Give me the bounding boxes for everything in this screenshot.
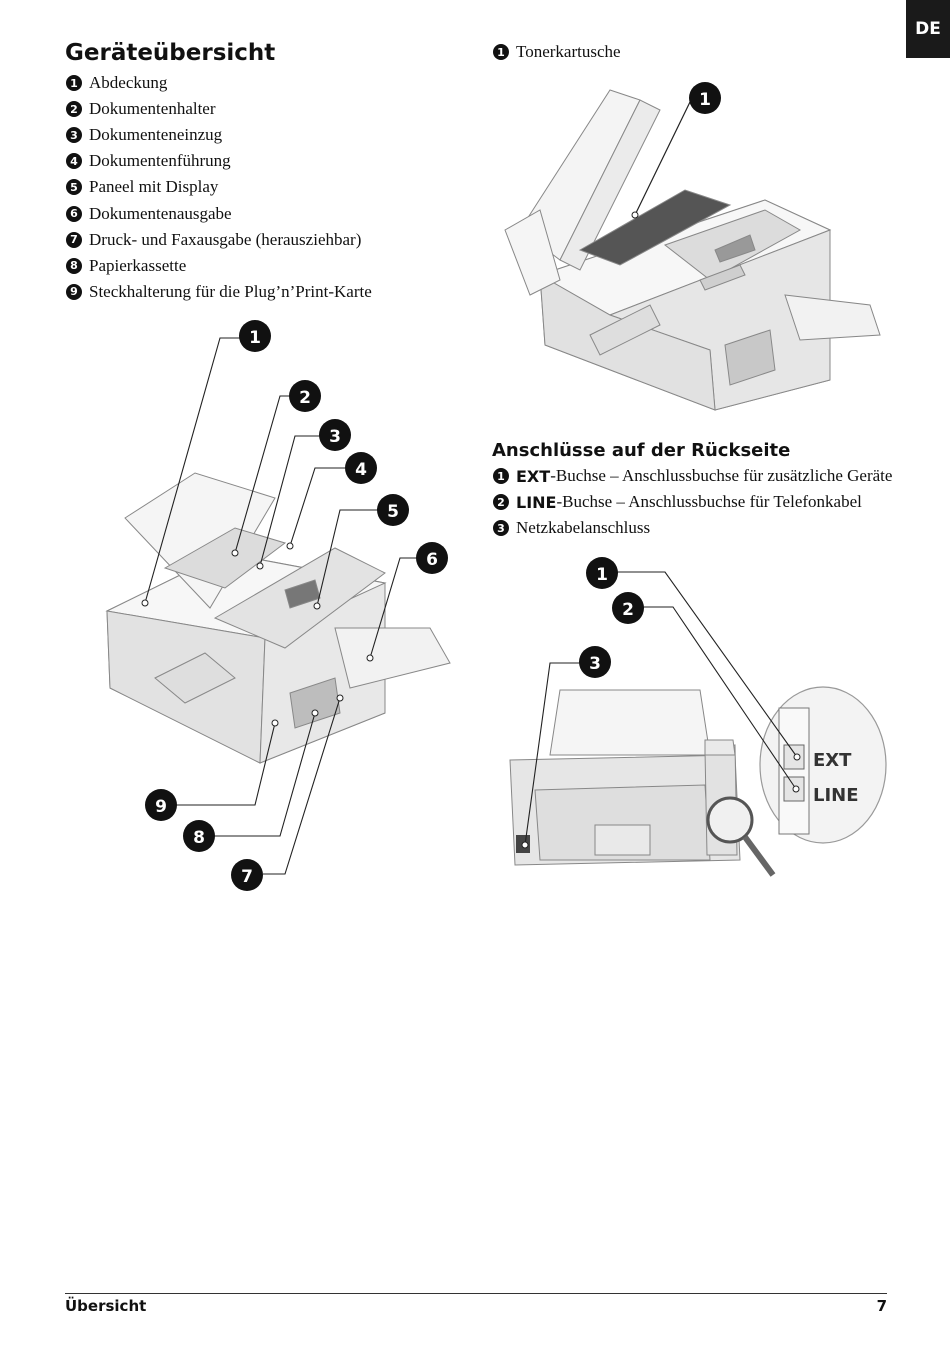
legend-label: Tonerkartusche [516,42,621,62]
legend-label-bold: LINE [516,492,557,512]
callout-badge [239,320,271,352]
legend-label: Dokumentenführung [89,151,231,171]
number-badge: 9 [66,283,82,300]
legend-label: Paneel mit Display [89,177,219,197]
number-badge: 8 [66,257,82,274]
number-badge: 5 [66,179,82,196]
number-badge: 1 [493,468,509,485]
number-badge: 2 [493,494,509,511]
legend-item: 7 Druck- und Faxausgabe (herausziehbar) [66,227,372,253]
callout-badge [145,789,177,821]
rear-illustration: EXT LINE 1 2 3 [509,557,887,877]
legend-label: Dokumentenausgabe [89,203,232,223]
legend-label: Dokumenteneinzug [89,125,223,145]
legend-label: Druck- und Faxausgabe (herausziehbar) [89,229,362,249]
footer-section-title: Übersicht [65,1297,147,1315]
legend-label: Dokumentenhalter [89,99,216,119]
callout-label: 1 [249,328,261,348]
legend-item: 5 Paneel mit Display [66,174,372,200]
overview-title: Geräteübersicht [65,40,276,66]
legend-label: -Buchse – Anschlussbuchse für zusätzlich… [550,466,893,486]
callout-label: 8 [193,828,205,848]
port-label-ext: EXT [813,750,852,771]
number-badge: 7 [66,231,82,248]
callout-badge [416,542,448,574]
page-number: 7 [876,1297,887,1315]
callout-badge [319,419,351,451]
legend-item: 1 Tonerkartusche [493,39,621,65]
number-badge: 3 [493,520,509,537]
callout-label: 3 [589,654,601,674]
callout-label: 2 [299,388,311,408]
legend-label: Abdeckung [89,73,168,93]
legend-label: Papierkassette [89,255,187,275]
legend-item: 1 Abdeckung [66,70,372,96]
callout-label: 9 [155,797,167,817]
rear-title: Anschlüsse auf der Rückseite [492,440,791,461]
number-badge: 1 [493,44,509,61]
rear-legend: 1 EXT-Buchse – Anschlussbuchse für zusätz… [493,463,892,541]
legend-item: 3 Dokumenteneinzug [66,122,372,148]
number-badge: 2 [66,101,82,118]
callout-label: 6 [426,550,438,570]
legend-item: 6 Dokumentenausgabe [66,200,372,226]
legend-label-bold: EXT [516,466,551,486]
legend-label: Steckhalterung für die Plug’n’Print-Kart… [89,281,372,301]
callout-label: 2 [622,600,634,620]
callout-badge [377,494,409,526]
legend-label: Netzkabelanschluss [516,518,651,538]
callout-label: 7 [241,867,253,887]
callout-badge [231,859,263,891]
callout-badge [345,452,377,484]
legend-item: 2 Dokumentenhalter [66,96,372,122]
number-badge: 3 [66,127,82,144]
callout-label: 4 [355,460,367,480]
number-badge: 4 [66,153,82,170]
callout-badge [612,592,644,624]
footer-divider [65,1293,887,1294]
number-badge: 6 [66,205,82,222]
callout-label: 5 [387,502,399,522]
port-label-line: LINE [813,785,859,806]
legend-item: 1 EXT-Buchse – Anschlussbuchse für zusätz… [493,463,892,489]
language-tab: DE [906,0,950,58]
toner-legend: 1 Tonerkartusche [493,39,621,65]
callout-badge [586,557,618,589]
number-badge: 1 [66,75,82,92]
legend-item: 2 LINE-Buchse – Anschlussbuchse für Telef… [493,489,892,515]
legend-item: 9 Steckhalterung für die Plug’n’Print-Kar… [66,279,372,305]
callout-badge [183,820,215,852]
callout-label: 1 [699,90,711,110]
callout-label: 3 [329,427,341,447]
legend-item: 3 Netzkabelanschluss [493,515,892,541]
callout-badge [579,646,611,678]
toner-illustration: 1 [504,82,881,411]
legend-label: -Buchse – Anschlussbuchse für Telefonkab… [556,492,862,512]
legend-item: 4 Dokumentenführung [66,148,372,174]
callout-label: 1 [596,565,608,585]
callout-badge [289,380,321,412]
legend-item: 8 Papierkassette [66,253,372,279]
device-overview-illustration: 1 2 3 4 5 6 7 8 9 [105,320,451,891]
callout-badge [689,82,721,114]
